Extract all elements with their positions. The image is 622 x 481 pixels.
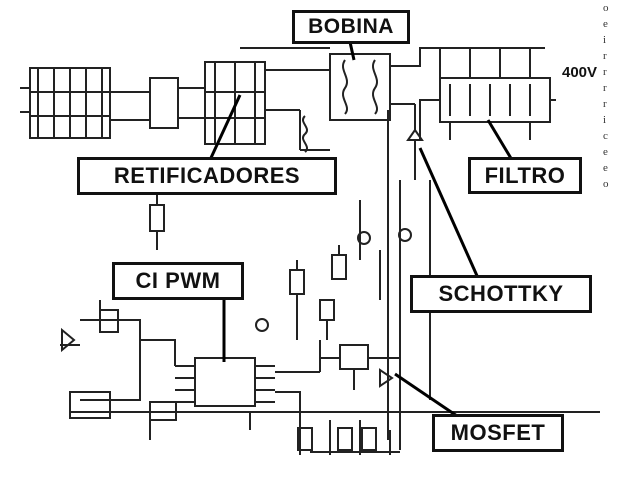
mosfet-label: MOSFET <box>432 414 564 452</box>
side-text-char: r <box>603 66 607 78</box>
filter-capacitor-bank <box>439 77 551 123</box>
side-text-char: i <box>603 34 607 46</box>
side-text-char: o <box>603 2 609 14</box>
side-text-char: e <box>603 18 608 30</box>
side-text-char: i <box>603 114 607 126</box>
bobina-label: BOBINA <box>292 10 410 44</box>
mosfet-body <box>339 344 369 370</box>
side-text-char: o <box>603 178 609 190</box>
side-text-char: r <box>603 98 607 110</box>
side-text-char: r <box>603 82 607 94</box>
side-text-char: c <box>603 130 608 142</box>
side-text-char: e <box>603 162 608 174</box>
pwm-ic-body <box>194 357 256 407</box>
schottky-label: SCHOTTKY <box>410 275 592 313</box>
filtro-label: FILTRO <box>468 157 582 194</box>
output-voltage-label: 400V <box>562 64 598 81</box>
side-text-char: e <box>603 146 608 158</box>
input-transformer <box>149 77 179 129</box>
side-text-char: r <box>603 50 607 62</box>
coil-transformer <box>329 53 391 121</box>
ci-pwm-label: CI PWM <box>112 262 244 300</box>
retificadores-label: RETIFICADORES <box>77 157 337 195</box>
